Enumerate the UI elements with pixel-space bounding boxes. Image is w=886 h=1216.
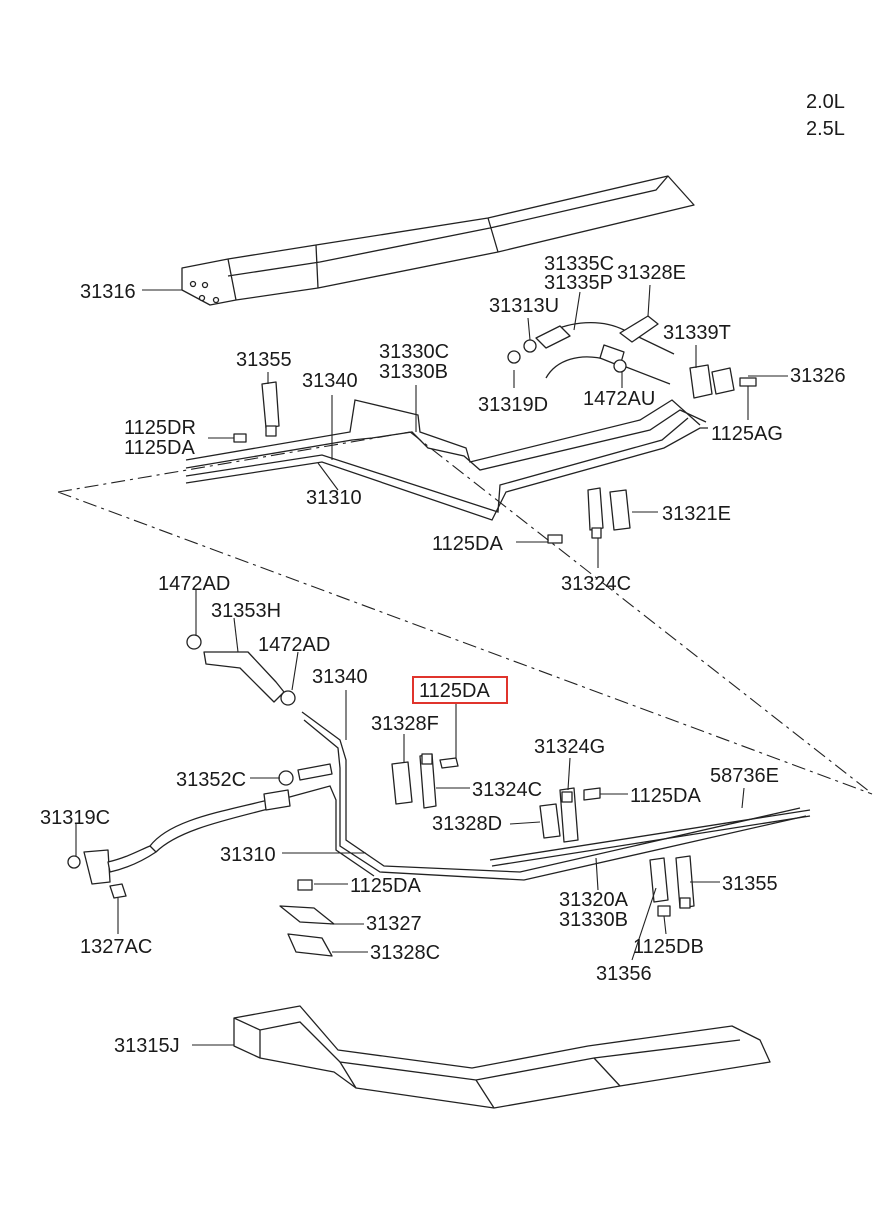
section-plane-outline bbox=[57, 431, 873, 795]
fuel-tubes-upper[interactable] bbox=[185, 321, 708, 521]
fuel-tubes-lower[interactable] bbox=[149, 711, 811, 881]
label-1125da-left[interactable]: 1125DA bbox=[124, 437, 195, 459]
lower-leaders bbox=[75, 590, 745, 961]
label-31330b-lower[interactable]: 31330B bbox=[559, 909, 628, 931]
label-1125dr[interactable]: 1125DR bbox=[124, 417, 196, 439]
label-58736e[interactable]: 58736E bbox=[710, 765, 779, 787]
label-31340-upper[interactable]: 31340 bbox=[302, 370, 358, 392]
clamps-31324g-31328d[interactable] bbox=[539, 787, 579, 843]
engine-variant-2-0l: 2.0L bbox=[806, 91, 845, 113]
label-31319c[interactable]: 31319C bbox=[40, 807, 110, 829]
label-31324c-lower[interactable]: 31324C bbox=[472, 779, 542, 801]
label-31330b-upper[interactable]: 31330B bbox=[379, 361, 448, 383]
bolt-1125da-highlighted[interactable] bbox=[439, 757, 459, 769]
label-31310-upper[interactable]: 31310 bbox=[306, 487, 362, 509]
crossmember-31316[interactable] bbox=[181, 175, 695, 306]
label-31352c[interactable]: 31352C bbox=[176, 769, 246, 791]
label-31313u[interactable]: 31313U bbox=[489, 295, 559, 317]
bolt-1125da-right[interactable] bbox=[583, 787, 601, 801]
bolt-1125db[interactable] bbox=[657, 905, 671, 917]
clamps-31356-31355[interactable] bbox=[649, 855, 695, 909]
label-1472ad-a[interactable]: 1472AD bbox=[158, 573, 230, 595]
label-31320a[interactable]: 31320A bbox=[559, 889, 629, 911]
engine-variant-2-5l: 2.5L bbox=[806, 118, 845, 140]
bolt-1125ag[interactable] bbox=[739, 377, 757, 387]
label-31339t[interactable]: 31339T bbox=[663, 322, 731, 344]
label-31328c[interactable]: 31328C bbox=[370, 942, 440, 964]
clamp-31339t[interactable] bbox=[689, 364, 735, 399]
fitting-31319c[interactable] bbox=[67, 845, 157, 885]
clamp-31328c[interactable] bbox=[287, 933, 333, 957]
label-31319d[interactable]: 31319D bbox=[478, 394, 548, 416]
hose-31353h[interactable] bbox=[203, 651, 285, 703]
label-31335p[interactable]: 31335P bbox=[544, 272, 613, 294]
label-31355-lower[interactable]: 31355 bbox=[722, 873, 778, 895]
clamps-31328f-31324c[interactable] bbox=[391, 753, 437, 809]
label-31353h[interactable]: 31353H bbox=[211, 600, 281, 622]
label-31326[interactable]: 31326 bbox=[790, 365, 846, 387]
bolt-1125dr[interactable] bbox=[233, 433, 247, 443]
label-31310-lower[interactable]: 31310 bbox=[220, 844, 276, 866]
label-1125da-mid[interactable]: 1125DA bbox=[432, 533, 503, 555]
label-31316[interactable]: 31316 bbox=[80, 281, 136, 303]
label-1472ad-b[interactable]: 1472AD bbox=[258, 634, 330, 656]
upper-leaders bbox=[208, 284, 788, 568]
label-31315j[interactable]: 31315J bbox=[114, 1035, 180, 1057]
connector-31310[interactable] bbox=[263, 789, 291, 811]
clamps-1472ad[interactable] bbox=[186, 634, 296, 706]
highlight-box bbox=[412, 676, 508, 704]
clamp-31327[interactable] bbox=[279, 905, 335, 925]
label-31356[interactable]: 31356 bbox=[596, 963, 652, 985]
label-1125da-highlighted[interactable]: 1125DA bbox=[419, 680, 490, 702]
label-1125da-low[interactable]: 1125DA bbox=[350, 875, 421, 897]
label-31335c[interactable]: 31335C bbox=[544, 253, 614, 275]
label-31330c[interactable]: 31330C bbox=[379, 341, 449, 363]
label-1472au[interactable]: 1472AU bbox=[583, 388, 655, 410]
clamp-31355-upper[interactable] bbox=[261, 381, 280, 437]
label-31340-lower[interactable]: 31340 bbox=[312, 666, 368, 688]
label-31327[interactable]: 31327 bbox=[366, 913, 422, 935]
bolt-1125da-low[interactable] bbox=[297, 879, 313, 891]
label-31324c-upper[interactable]: 31324C bbox=[561, 573, 631, 595]
label-31324g[interactable]: 31324G bbox=[534, 736, 605, 758]
label-31328d[interactable]: 31328D bbox=[432, 813, 502, 835]
label-31328f[interactable]: 31328F bbox=[371, 713, 439, 735]
label-1125ag[interactable]: 1125AG bbox=[711, 423, 783, 445]
nut-1327ac[interactable] bbox=[109, 883, 127, 899]
label-31328e[interactable]: 31328E bbox=[617, 262, 686, 284]
label-31321e[interactable]: 31321E bbox=[662, 503, 731, 525]
label-1125db[interactable]: 1125DB bbox=[633, 936, 704, 958]
clamps-31321e-31324c[interactable] bbox=[587, 487, 631, 539]
hose-31335[interactable] bbox=[535, 315, 659, 367]
bolt-1125da-mid[interactable] bbox=[547, 534, 563, 544]
crossmember-31315j[interactable] bbox=[233, 1005, 771, 1109]
label-1125da-right[interactable]: 1125DA bbox=[630, 785, 701, 807]
label-31355-upper[interactable]: 31355 bbox=[236, 349, 292, 371]
label-1327ac[interactable]: 1327AC bbox=[80, 936, 152, 958]
fitting-31352c[interactable] bbox=[278, 763, 333, 786]
